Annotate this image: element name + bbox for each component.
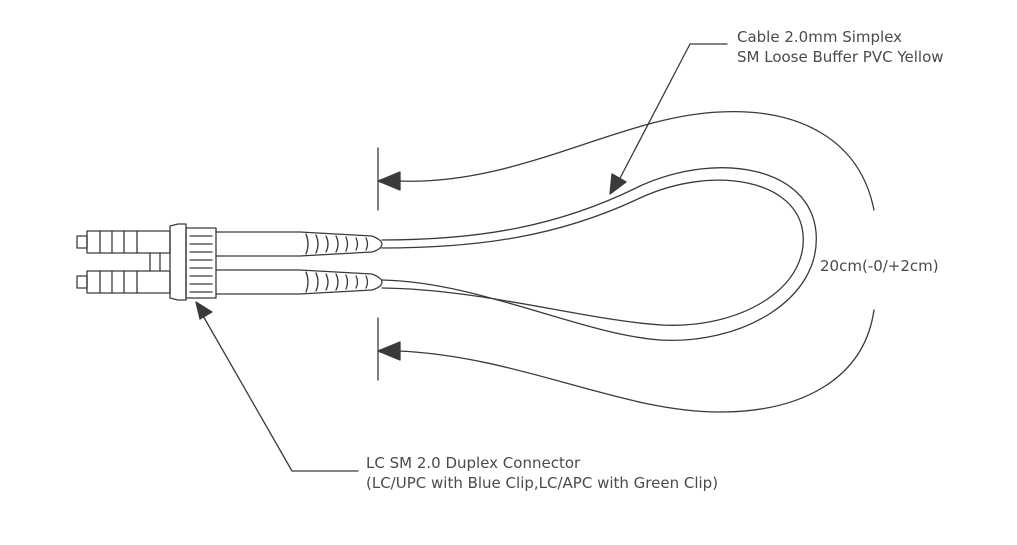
cable-spec-label: Cable 2.0mm Simplex SM Loose Buffer PVC … (737, 27, 944, 67)
connector-leader (195, 301, 359, 472)
cable-spec-line1: Cable 2.0mm Simplex (737, 28, 903, 46)
length-spec-label: 20cm(-0/+2cm) (820, 257, 939, 275)
length-dimension (377, 111, 875, 413)
duplex-clip (169, 223, 217, 301)
connector-spec-label: LC SM 2.0 Duplex Connector (LC/UPC with … (366, 453, 718, 493)
connector-spec-line1: LC SM 2.0 Duplex Connector (366, 454, 581, 472)
fiber-cable-loop (381, 167, 817, 342)
connector-spec-line2: (LC/UPC with Blue Clip,LC/APC with Green… (366, 474, 719, 492)
cable-leader (609, 43, 728, 195)
cable-spec-line2: SM Loose Buffer PVC Yellow (737, 48, 944, 66)
connector-boots (215, 231, 383, 295)
lc-connector-plugs (76, 230, 171, 294)
